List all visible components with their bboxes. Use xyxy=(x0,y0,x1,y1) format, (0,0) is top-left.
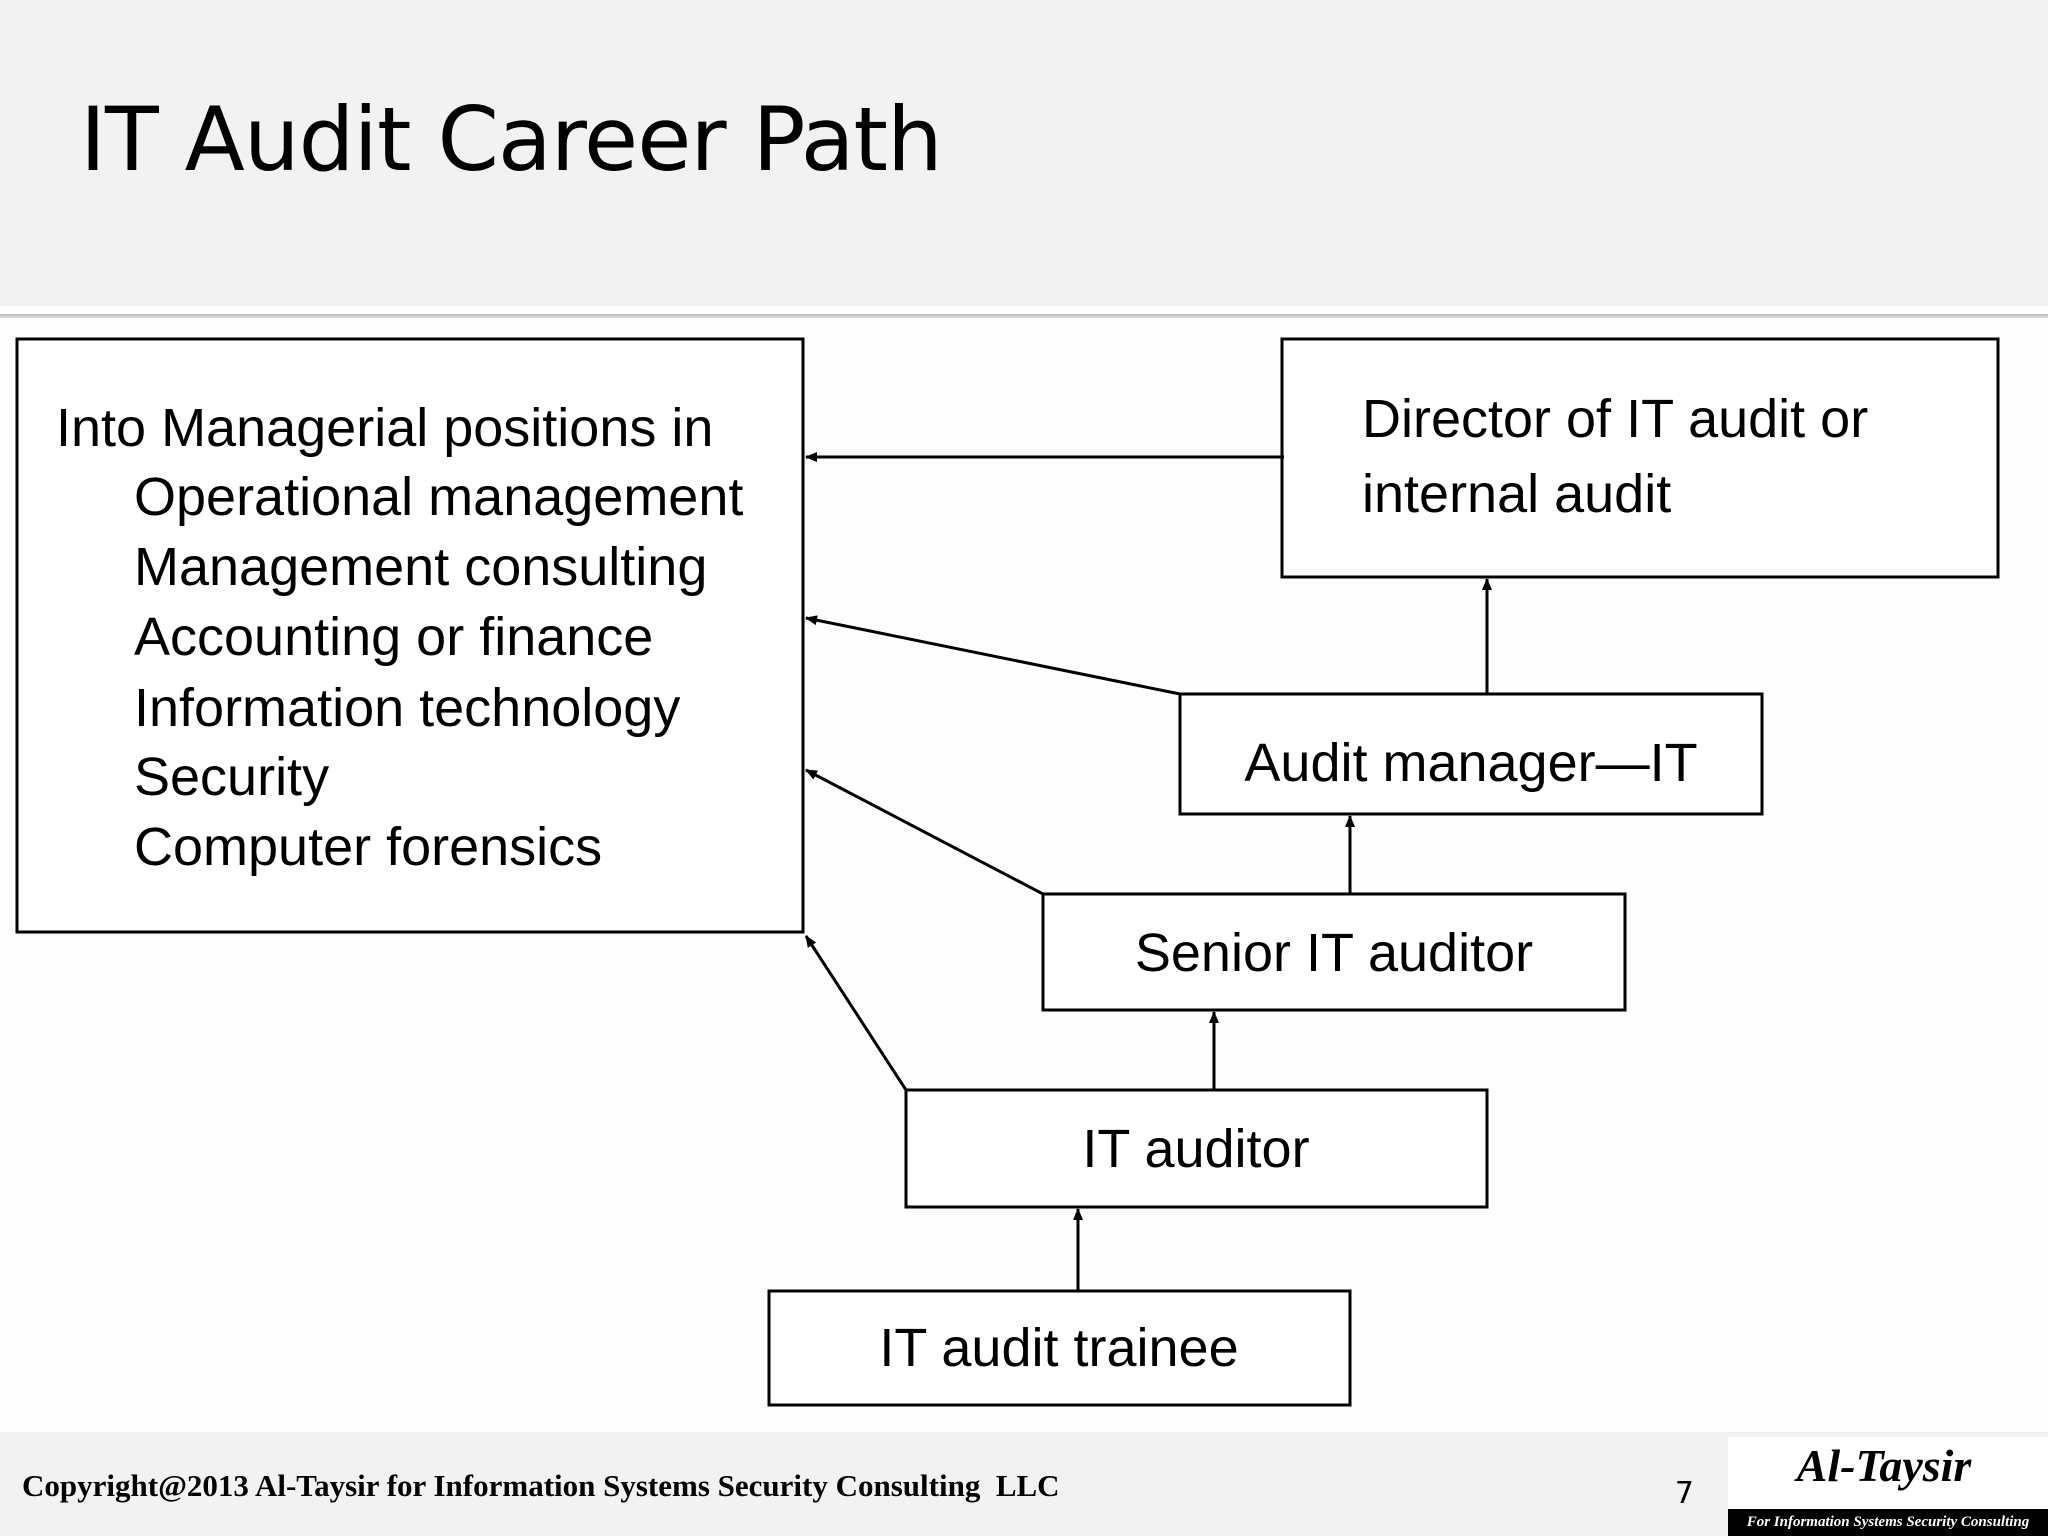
title-divider xyxy=(0,314,2048,318)
career-path-diagram: Into Managerial positions in Operational… xyxy=(0,318,2048,1432)
arrow-it-auditor-to-managerial xyxy=(804,935,908,1091)
senior-it-auditor-label: Senior IT auditor xyxy=(1135,923,1533,983)
managerial-item: Management consulting xyxy=(134,537,707,597)
al-taysir-logo: Al-Taysir For Information Systems Securi… xyxy=(1728,1437,2048,1536)
director-label-line1: Director of IT audit or xyxy=(1362,389,1868,449)
copyright-notice: Copyright@2013 Al-Taysir for Information… xyxy=(22,1468,1060,1503)
managerial-positions-box: Into Managerial positions in Operational… xyxy=(15,337,805,934)
director-box: Director of IT audit or internal audit xyxy=(1280,337,2000,579)
it-auditor-box: IT auditor xyxy=(904,1088,1489,1209)
page-number: 7 xyxy=(1674,1476,1694,1511)
managerial-heading: Into Managerial positions in xyxy=(56,398,713,458)
managerial-item: Operational management xyxy=(134,467,743,527)
audit-manager-label: Audit manager—IT xyxy=(1244,733,1697,793)
director-label-line2: internal audit xyxy=(1362,464,1671,524)
managerial-item: Information technology xyxy=(134,678,680,738)
arrow-audit-manager-to-managerial xyxy=(805,615,1181,696)
logo-tagline: For Information Systems Security Consult… xyxy=(1728,1509,2048,1536)
managerial-item: Accounting or finance xyxy=(134,607,653,667)
it-auditor-label: IT auditor xyxy=(1082,1119,1309,1179)
senior-it-auditor-box: Senior IT auditor xyxy=(1041,892,1627,1012)
logo-name: Al-Taysir xyxy=(1796,1440,1972,1491)
arrow-senior-to-managerial xyxy=(805,768,1044,896)
managerial-item: Security xyxy=(134,747,329,807)
it-audit-trainee-label: IT audit trainee xyxy=(879,1318,1238,1378)
managerial-item: Computer forensics xyxy=(134,817,602,877)
audit-manager-box: Audit manager—IT xyxy=(1178,692,1764,816)
footer-band xyxy=(0,1432,2048,1536)
it-audit-trainee-box: IT audit trainee xyxy=(767,1289,1352,1407)
slide-title: IT Audit Career Path xyxy=(80,88,943,191)
title-band xyxy=(0,0,2048,306)
